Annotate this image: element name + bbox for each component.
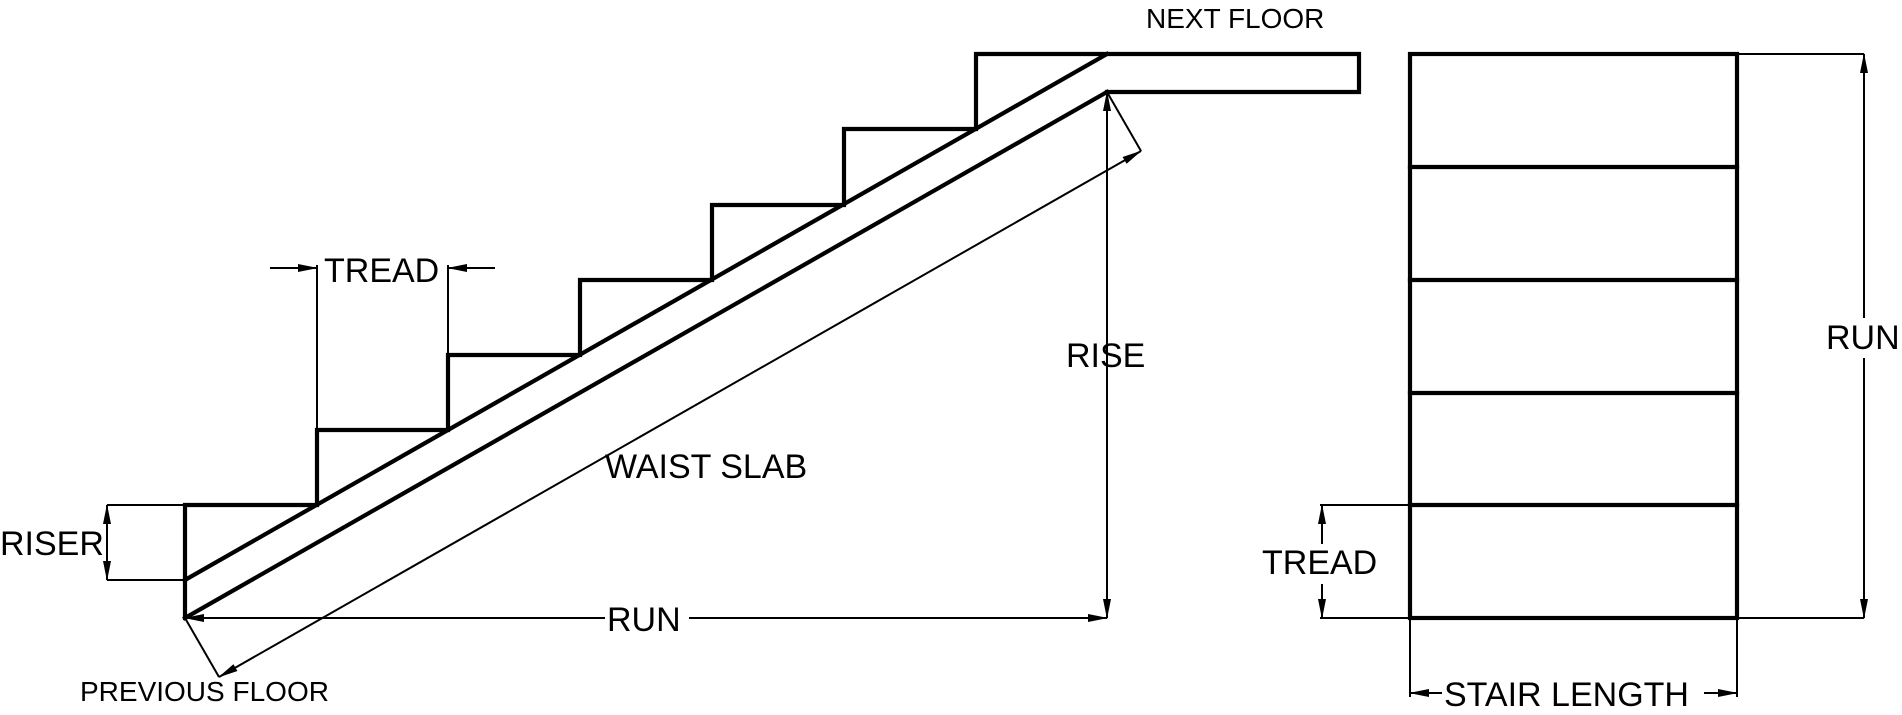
riser-label: RISER [0, 525, 104, 563]
plan-run-label-background [1824, 318, 1902, 358]
plan-view: RUN TREAD STAIR LENGTH [1260, 51, 1902, 714]
run-label-bottom: RUN [607, 601, 681, 639]
tread-label-side: TREAD [1262, 544, 1377, 582]
run-label-background [605, 598, 689, 638]
waist-slab-bottom-line [182, 89, 1110, 621]
waist-slab-dimension-line [218, 150, 1142, 678]
next-floor-label: NEXT FLOOR [1146, 3, 1324, 34]
waist-slab-label: WAIST SLAB [605, 448, 807, 486]
stair-steps [182, 51, 1362, 583]
waist-ext-top [1106, 91, 1142, 152]
side-elevation: NEXT FLOOR TREAD RISE WAIST SLAB RISER R… [0, 3, 1362, 707]
stair-length-label: STAIR LENGTH [1444, 676, 1689, 714]
tread-label-top: TREAD [324, 252, 439, 290]
previous-floor-label: PREVIOUS FLOOR [80, 676, 329, 707]
waist-slab-top-line [182, 51, 1110, 583]
waist-ext-bottom [184, 617, 220, 678]
plan-outline [1407, 51, 1740, 621]
stair-length-label-background [1442, 674, 1704, 714]
run-label-side: RUN [1826, 319, 1900, 357]
rise-label: RISE [1066, 337, 1145, 375]
plan-tread-label-background [1260, 544, 1380, 584]
